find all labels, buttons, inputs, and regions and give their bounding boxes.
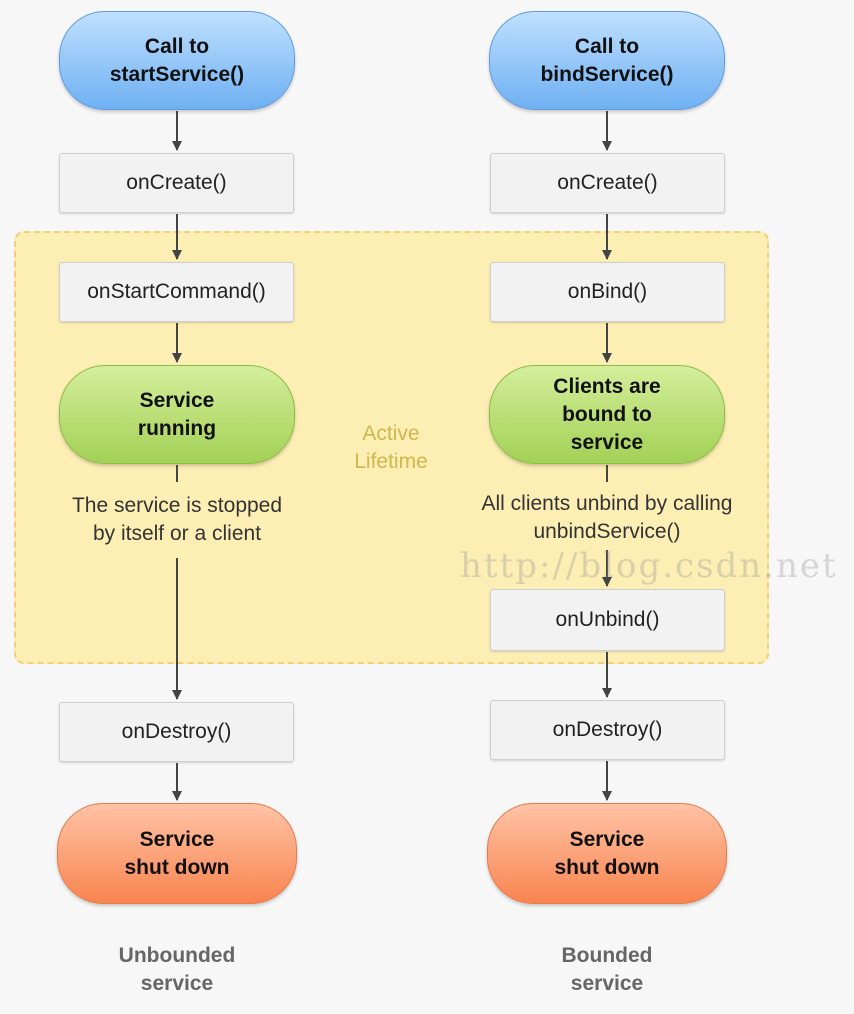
- clients-bound-node: Clients are bound to service: [489, 365, 725, 464]
- bounded-on-create-node: onCreate(): [490, 153, 725, 213]
- unbounded-on-destroy-node: onDestroy(): [59, 702, 294, 762]
- call-bind-service-node: Call to bindService(): [489, 11, 725, 110]
- watermark-text: http://blog.csdn.net: [460, 546, 838, 586]
- service-running-node: Service running: [59, 365, 295, 464]
- on-start-command-node: onStartCommand(): [59, 262, 294, 322]
- clients-unbind-note: All clients unbind by calling unbindServ…: [481, 492, 733, 543]
- service-stopped-note: The service is stopped by itself or a cl…: [71, 494, 283, 545]
- active-lifetime-label: Active Lifetime: [354, 422, 428, 473]
- unbounded-service-label: Unbounded service: [118, 944, 236, 995]
- unbounded-on-create-node: onCreate(): [59, 153, 294, 213]
- bounded-service-label: Bounded service: [561, 944, 653, 995]
- unbounded-shutdown-node: Service shut down: [57, 803, 297, 904]
- bounded-shutdown-node: Service shut down: [487, 803, 727, 904]
- bounded-on-destroy-node: onDestroy(): [490, 700, 725, 760]
- call-start-service-node: Call to startService(): [59, 11, 295, 110]
- on-unbind-node: onUnbind(): [490, 589, 725, 651]
- on-bind-node: onBind(): [490, 262, 725, 322]
